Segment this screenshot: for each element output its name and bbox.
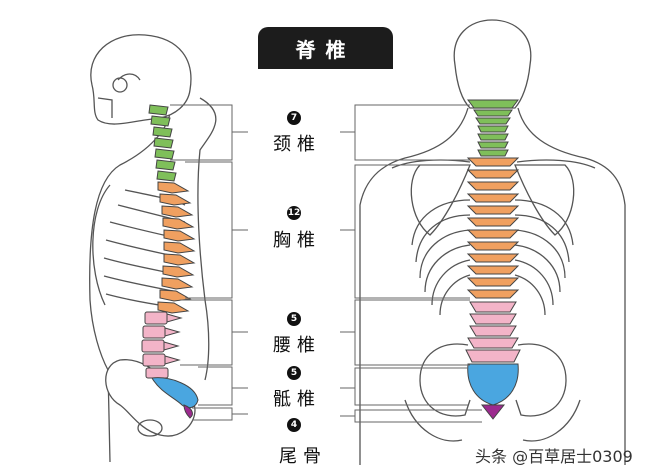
back-spine	[465, 99, 521, 420]
lumbar-label: 腰椎	[273, 335, 321, 356]
coccyx-count-badge: 4	[287, 418, 301, 432]
watermark-text: 头条 @百草居士0309	[475, 447, 633, 466]
thoracic-count-badge: 12	[287, 206, 301, 220]
side-spine	[141, 104, 199, 419]
head-back	[453, 19, 532, 109]
pelvis-back	[419, 343, 471, 417]
page-title: 脊椎	[258, 27, 393, 69]
cervical-label: 颈椎	[273, 134, 321, 155]
skull-side	[90, 34, 192, 125]
sacral-label: 骶椎	[273, 389, 321, 410]
sacral-count-badge: 5	[287, 366, 301, 380]
coccyx-label: 尾骨	[279, 446, 327, 467]
cervical-count-badge: 7	[287, 111, 301, 125]
bracket-lines	[170, 104, 482, 423]
back-view-figure	[359, 19, 626, 465]
thoracic-label: 胸椎	[273, 230, 321, 251]
lumbar-count-badge: 5	[287, 312, 301, 326]
